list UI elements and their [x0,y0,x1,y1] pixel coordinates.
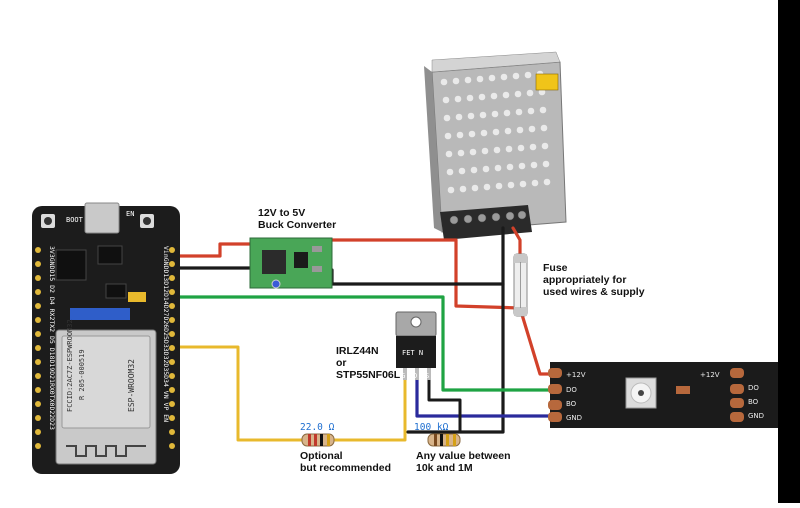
antenna-trace [66,445,146,457]
fuse-label-line2: appropriately for [543,274,626,286]
led-strip: +12V DO BO GND +12V DO BO GND [548,362,778,428]
wire-gnd-psu [406,226,505,434]
module-name: ESP-WROOM32 [127,359,136,412]
resistor-gate-value: 22.0 Ω [300,422,335,433]
wire-blue-drain [415,368,557,418]
usb-chip [55,249,87,281]
resistor-gate-note-line1: Optional [300,450,343,462]
mosfet-marking: FET N [402,349,423,357]
buck-title-line1: 12V to 5V [258,207,305,219]
en-label: EN [126,210,134,218]
strip-left-gnd: GND [566,414,582,422]
resistor-pulldown-value: 100 kΩ [414,422,449,433]
wires [166,226,557,442]
wire-yellow-to-gate [166,345,407,442]
usb-port [84,202,120,234]
mosfet: FET N G D S [395,311,437,380]
fuse-label-line1: Fuse [543,262,568,274]
fuse-label-line3: used wires & supply [543,286,645,298]
mosfet-label-line2: or [336,357,347,369]
mosfet-label-line1: IRLZ44N [336,345,379,357]
power-supply [424,51,567,240]
wire-gnd-buck [330,268,505,286]
fcc-id: FCCID:2AC7Z-ESPWROOM32 [66,319,74,412]
buck-title-line2: Buck Converter [258,219,336,231]
wire-12v-to-strip [518,306,557,376]
strip-left-12v: +12V [566,371,586,379]
wire-12v-to-buck [330,226,522,310]
wire-source-gnd [427,368,462,434]
resistor-pulldown-note-line1: Any value between [416,450,511,462]
pin-s: S [425,372,429,380]
strip-left-bo: BO [566,400,577,408]
strip-left-do: DO [566,386,577,394]
strip-right-bo: BO [748,398,759,406]
resistor-pulldown-note-line2: 10k and 1M [416,462,473,474]
pin-d: D [413,372,417,380]
resistor-pulldown [427,433,461,447]
wire-green-to-strip [166,295,557,392]
boot-label: BOOT [66,216,84,224]
buck-trimmer [271,279,281,289]
strip-right-do: DO [748,384,759,392]
fuse [513,253,528,317]
right-edge-band [778,0,800,503]
strip-right-gnd: GND [748,412,764,420]
buck-inductor [262,250,286,274]
right-pin-labels: VinGNDD13D12D14D27D26D25D33D32D35D34 VN … [162,246,170,422]
pin-g: G [401,372,405,380]
resistor-gate [301,433,335,447]
left-pin-labels: 3V3GNDD15 D2 D4 RX2TX2 D5 D18D19D21RX0TX… [48,246,56,430]
wire-gnd-esp [166,262,252,270]
cert-id: R 205-000519 [78,349,86,400]
strip-right-12v: +12V [700,371,720,379]
mosfet-label-line3: STP55NF06L [336,369,401,381]
esp32-board: BOOT EN 3V3GNDD15 D2 D4 RX2TX2 D5 D18D19… [32,202,180,474]
resistor-gate-note-line2: but recommended [300,462,391,474]
psu-warning-label [535,73,559,91]
buck-converter [249,237,333,289]
wire-5v-to-vin [166,242,252,258]
